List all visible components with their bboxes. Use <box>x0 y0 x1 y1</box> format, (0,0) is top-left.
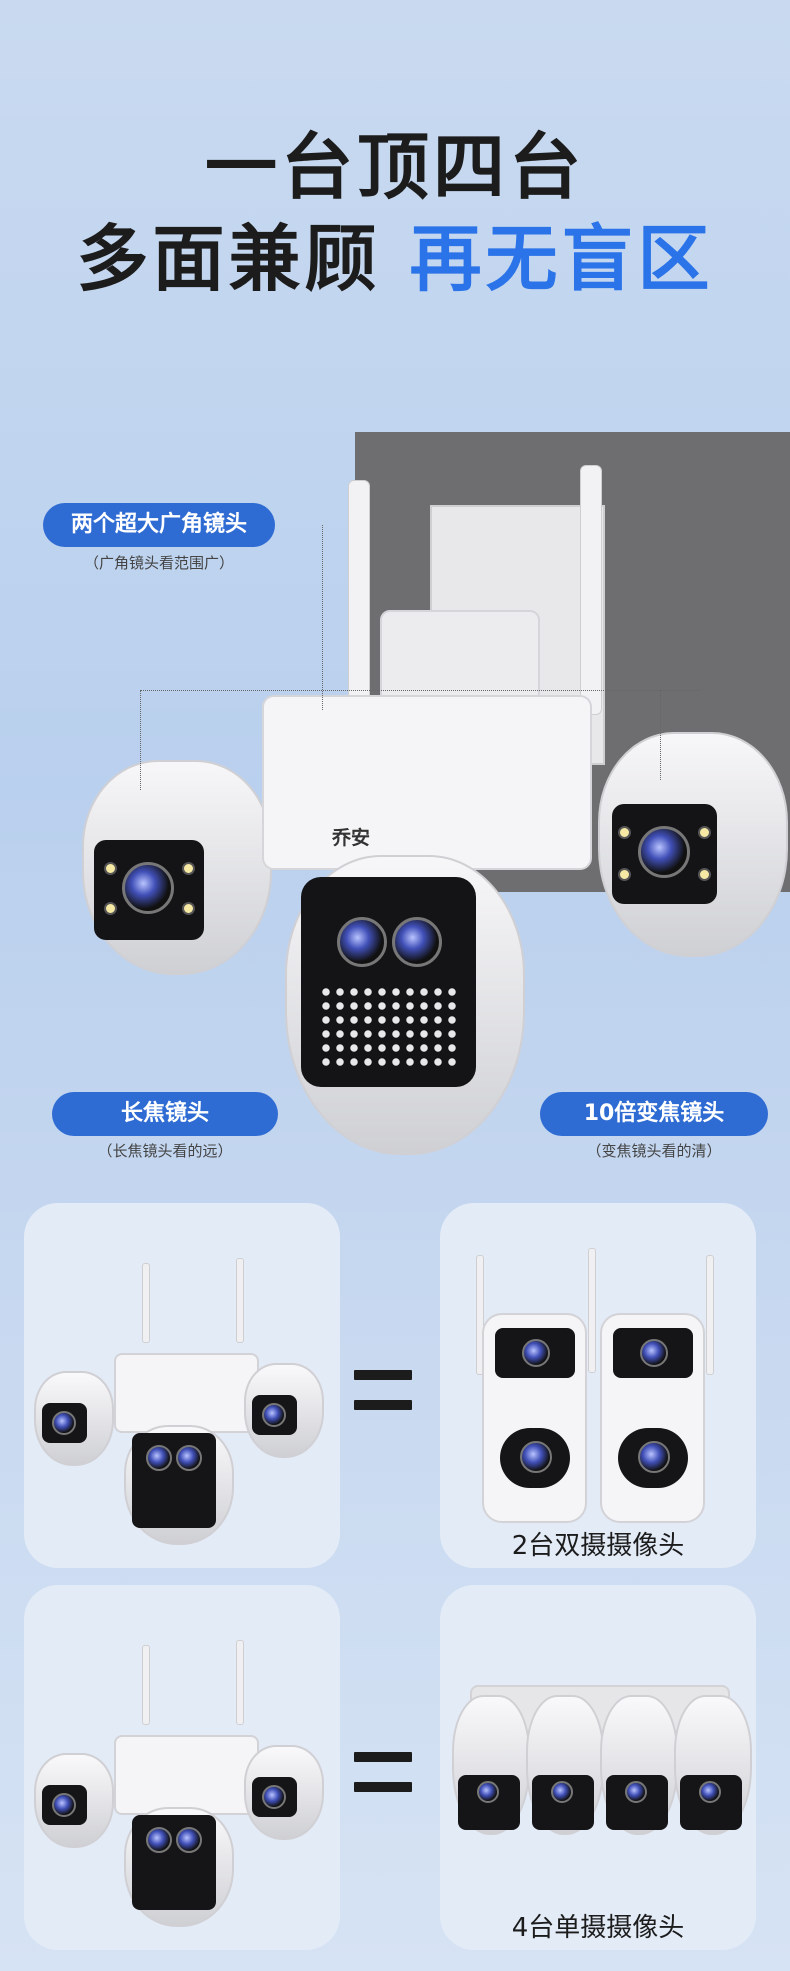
left-led-1 <box>104 862 117 875</box>
right-led-3 <box>698 826 711 839</box>
equals-icon <box>354 1744 412 1804</box>
ir-light-array <box>319 985 459 1070</box>
mini-product-1 <box>24 1203 340 1568</box>
mini-lens-icon <box>176 1827 202 1853</box>
mini-lens-icon <box>477 1781 499 1803</box>
camera-body <box>262 695 592 870</box>
left-led-3 <box>182 862 195 875</box>
callout-wide-angle-note: （广角镜头看范围广） <box>83 554 234 572</box>
callout-telephoto: 长焦镜头 <box>52 1092 278 1136</box>
right-lens-icon <box>638 826 690 878</box>
mini-lens-icon <box>146 1445 172 1471</box>
left-lens-icon <box>122 862 174 914</box>
mini-antenna <box>236 1258 244 1343</box>
right-led-4 <box>698 868 711 881</box>
headline-line2-blue: 再无盲区 <box>409 217 714 301</box>
compare-card-single-cameras: 4台单摄摄像头 <box>440 1585 756 1950</box>
right-dome-camera <box>598 732 788 957</box>
headline-line2: 多面兼顾 再无盲区 <box>0 200 790 305</box>
compare-card-product-1 <box>24 1203 340 1568</box>
mini-antenna <box>142 1263 150 1343</box>
mini-lens-icon <box>52 1411 76 1435</box>
dual-camera-group <box>440 1203 756 1568</box>
mini-lens-icon <box>262 1785 286 1809</box>
left-dome-camera <box>82 760 272 975</box>
antenna-left <box>348 480 370 715</box>
camera-neck <box>380 610 540 705</box>
mini-lens-icon <box>551 1781 573 1803</box>
right-led-2 <box>618 868 631 881</box>
mini-antenna <box>476 1255 484 1375</box>
left-led-4 <box>182 902 195 915</box>
center-lens-right-icon <box>392 917 442 967</box>
compare-card-dual-cameras: 2台双摄摄像头 <box>440 1203 756 1568</box>
mini-lens-icon <box>146 1827 172 1853</box>
callout-wide-angle: 两个超大广角镜头 <box>43 503 275 547</box>
mini-lens-icon <box>625 1781 647 1803</box>
equals-icon <box>354 1362 412 1422</box>
mini-lens-icon <box>522 1339 550 1367</box>
mini-lens-icon <box>699 1781 721 1803</box>
brand-logo: 乔安 <box>332 827 371 849</box>
compare-card-product-2 <box>24 1585 340 1950</box>
left-led-2 <box>104 902 117 915</box>
leader-wide-left-drop <box>140 690 141 790</box>
mini-antenna <box>588 1248 596 1373</box>
headline-line2-dark: 多面兼顾 <box>76 217 410 301</box>
antenna-right <box>580 465 602 715</box>
mini-lens-icon <box>176 1445 202 1471</box>
leader-wide-vertical <box>322 525 323 710</box>
mini-body <box>114 1353 259 1433</box>
leader-wide-left <box>140 690 700 691</box>
compare-label-single: 4台单摄摄像头 <box>511 1913 685 1943</box>
product-hero: 乔安 <box>0 420 790 1180</box>
mini-face <box>132 1815 216 1910</box>
mini-lens-icon <box>52 1793 76 1817</box>
center-lens-left-icon <box>337 917 387 967</box>
right-led-1 <box>618 826 631 839</box>
mini-lens-icon <box>520 1441 552 1473</box>
mini-body <box>114 1735 259 1815</box>
callout-telephoto-note: （长焦镜头看的远） <box>97 1142 233 1160</box>
single-camera-group <box>440 1585 756 1950</box>
center-dome-camera <box>285 855 525 1155</box>
mini-antenna <box>706 1255 714 1375</box>
compare-label-dual: 2台双摄摄像头 <box>511 1531 685 1561</box>
mini-product-2 <box>24 1585 340 1950</box>
callout-zoom-note: （变焦镜头看的清） <box>586 1142 722 1160</box>
mini-lens-icon <box>262 1403 286 1427</box>
mini-face <box>132 1433 216 1528</box>
headline-line1: 一台顶四台 <box>204 125 585 209</box>
mini-antenna <box>236 1640 244 1725</box>
mini-antenna <box>142 1645 150 1725</box>
mini-lens-icon <box>640 1339 668 1367</box>
leader-wide-right-drop <box>660 690 661 780</box>
mini-lens-icon <box>638 1441 670 1473</box>
callout-zoom: 10倍变焦镜头 <box>540 1092 768 1136</box>
